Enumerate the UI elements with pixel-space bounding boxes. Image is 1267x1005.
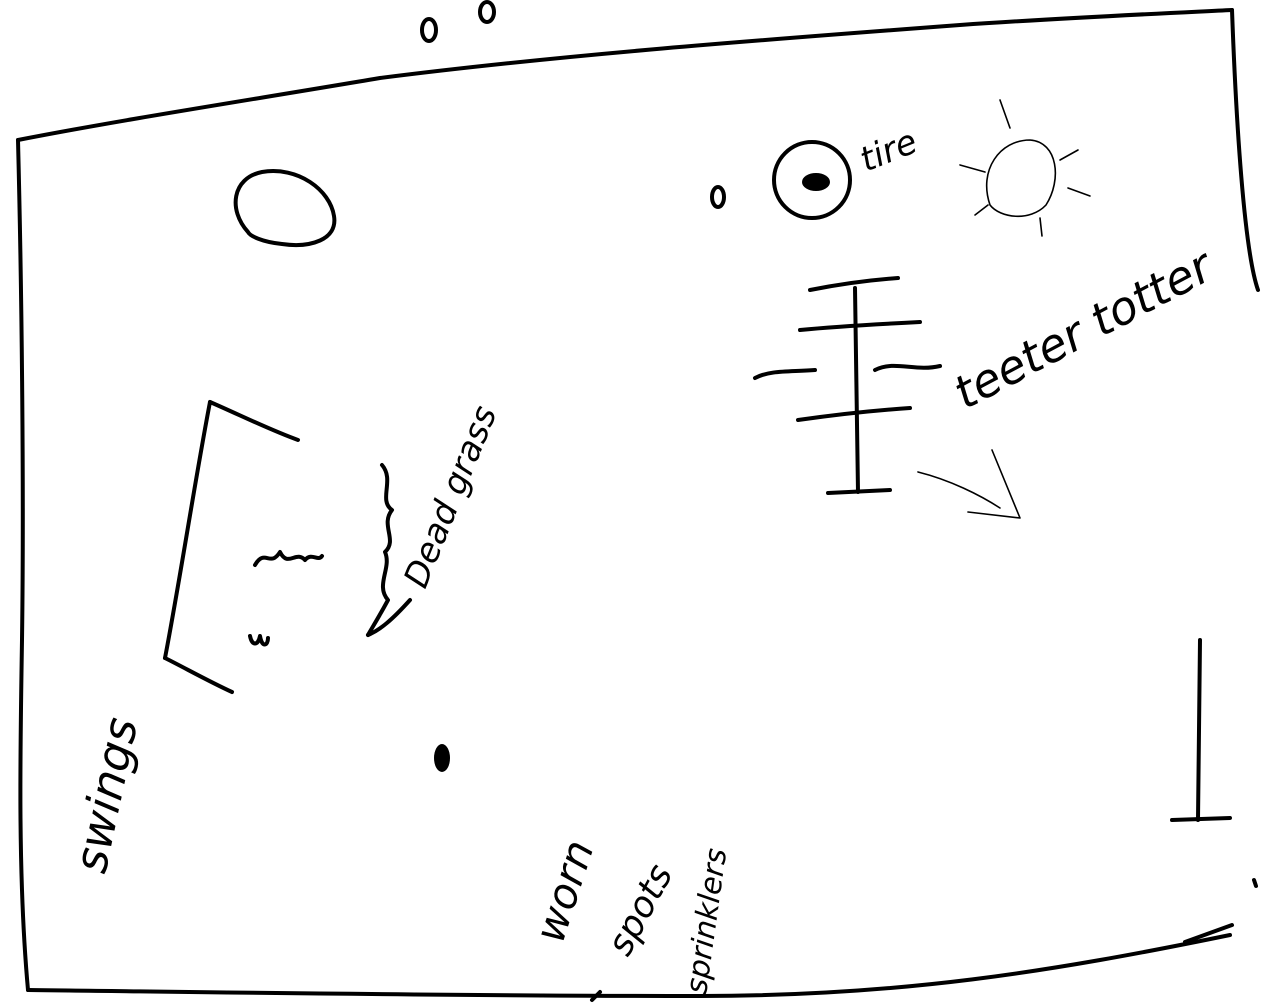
dead-grass-scribble bbox=[368, 465, 410, 635]
spots-label: spots bbox=[600, 858, 682, 962]
sun-sketch bbox=[960, 100, 1090, 236]
swings-label: swings bbox=[63, 713, 148, 877]
worn-label: worn bbox=[525, 834, 604, 948]
swing-seat-scribbles bbox=[250, 552, 322, 645]
swing-frame bbox=[165, 402, 298, 692]
dot-marker bbox=[434, 744, 450, 772]
sprinklers-label: sprinklers bbox=[679, 846, 734, 996]
teeter-totter-icon bbox=[755, 278, 940, 493]
circle-feature bbox=[236, 171, 335, 245]
dead-grass-label: Dead grass bbox=[396, 400, 505, 593]
small-circles-top bbox=[422, 2, 724, 207]
arrow-icon bbox=[918, 450, 1020, 518]
tire-icon bbox=[774, 142, 850, 218]
teeter-totter-label: teeter totter bbox=[945, 237, 1224, 419]
tire-label: tire bbox=[854, 122, 922, 181]
map-boundary bbox=[18, 10, 1258, 996]
